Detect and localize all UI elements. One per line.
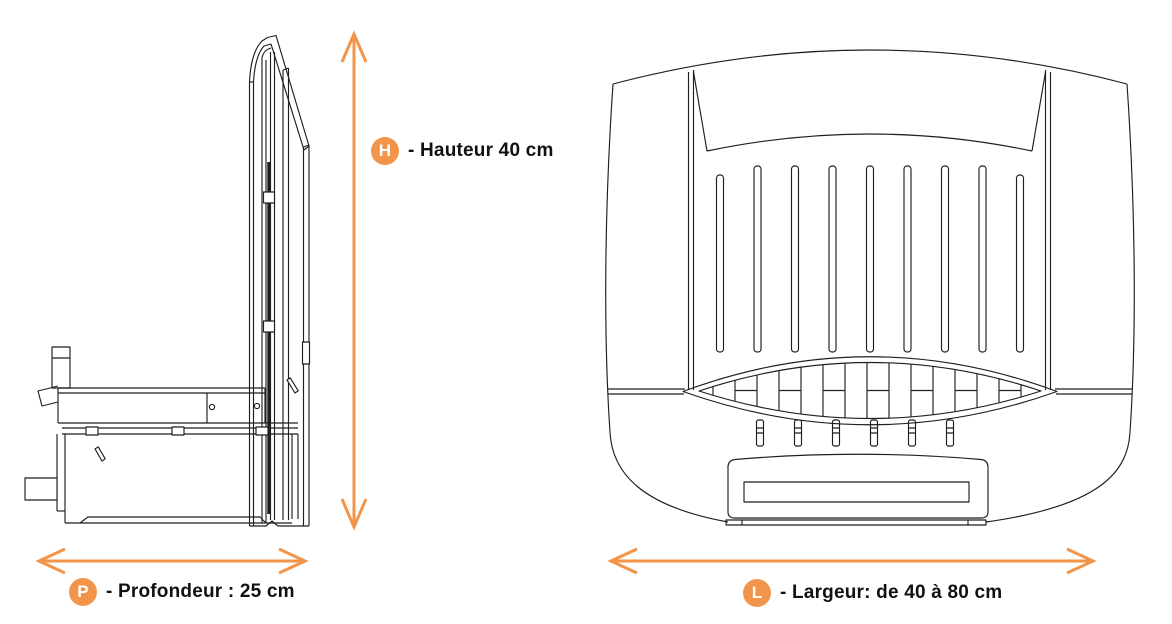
side-back-panel bbox=[248, 37, 272, 526]
width-badge: L bbox=[743, 579, 771, 607]
depth-arrow bbox=[35, 547, 309, 575]
height-dimension-label: H - Hauteur 40 cm bbox=[371, 137, 554, 165]
front-vent-slots bbox=[755, 419, 955, 447]
height-badge: H bbox=[371, 137, 399, 165]
height-label-text: - Hauteur 40 cm bbox=[408, 140, 554, 161]
side-mid-panels bbox=[261, 47, 290, 523]
height-arrow bbox=[340, 30, 368, 531]
front-base-band bbox=[608, 388, 1132, 395]
depth-dimension-label: P - Profondeur : 25 cm bbox=[69, 578, 295, 606]
side-top-flap bbox=[267, 34, 310, 151]
side-view-drawing bbox=[24, 34, 311, 527]
side-front-strip bbox=[249, 144, 311, 527]
front-grate-band bbox=[682, 356, 1058, 426]
width-dimension-label: L - Largeur: de 40 à 80 cm bbox=[743, 579, 1002, 607]
front-slats bbox=[715, 165, 1025, 353]
side-base-box bbox=[24, 426, 299, 524]
depth-badge: P bbox=[69, 578, 97, 606]
front-view-drawing bbox=[605, 49, 1135, 526]
side-rail bbox=[37, 346, 298, 424]
front-outline bbox=[605, 49, 1135, 523]
width-arrow bbox=[607, 547, 1097, 575]
depth-label-text: - Profondeur : 25 cm bbox=[106, 581, 295, 602]
front-side-walls bbox=[687, 70, 1052, 390]
width-label-text: - Largeur: de 40 à 80 cm bbox=[780, 582, 1003, 603]
front-top-valance bbox=[692, 71, 1047, 152]
front-drawer bbox=[725, 453, 989, 526]
